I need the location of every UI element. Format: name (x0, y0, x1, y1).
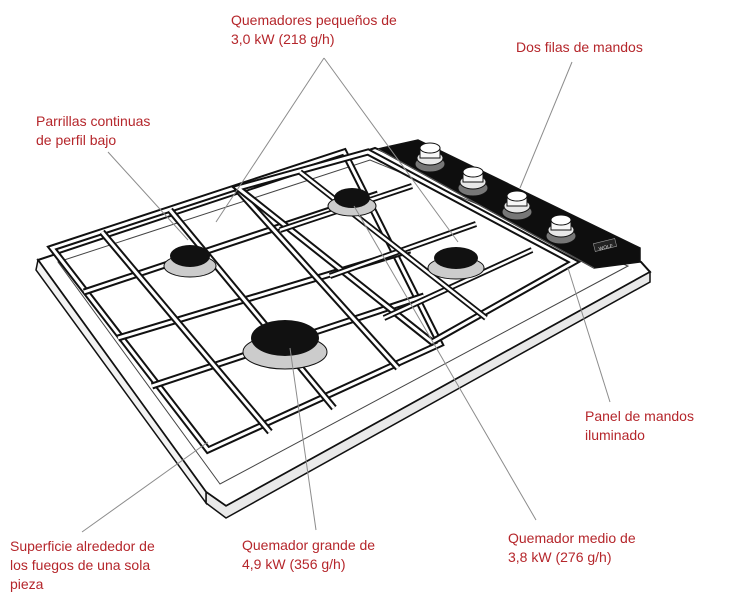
brand-badge (592, 238, 618, 252)
control-knobs (414, 142, 577, 245)
label-line: Quemador medio de (508, 530, 636, 546)
label-medium-burner: Quemador medio de 3,8 kW (276 g/h) (508, 529, 636, 567)
knob-1[interactable] (414, 142, 446, 173)
knob-3[interactable] (501, 190, 533, 221)
burner-right-back (327, 188, 377, 217)
leader-surface (81, 441, 209, 533)
leader-large-burner (289, 347, 317, 531)
label-line: Superficie alrededor de (10, 538, 155, 554)
leader-medium-burner (353, 205, 537, 521)
label-line: de perfil bajo (36, 132, 117, 148)
knob-2[interactable] (457, 166, 489, 197)
burner-medium (427, 247, 485, 280)
leader-grates (107, 151, 189, 241)
leader-control-rows (519, 61, 573, 189)
label-line: Dos filas de mandos (516, 39, 643, 55)
label-large-burner: Quemador grande de 4,9 kW (356 g/h) (242, 536, 375, 574)
label-line: pieza (10, 576, 44, 592)
brand-badge-text: WOLF (598, 243, 613, 252)
label-line: Panel de mandos (585, 408, 694, 424)
label-control-rows: Dos filas de mandos (516, 38, 643, 57)
label-surface: Superficie alrededor de los fuegos de un… (10, 537, 155, 594)
label-control-panel: Panel de mandos iluminado (585, 407, 694, 445)
label-line: Parrillas continuas (36, 113, 151, 129)
label-line: 3,0 kW (218 g/h) (231, 31, 335, 47)
label-grates: Parrillas continuas de perfil bajo (36, 112, 150, 150)
leader-small-burners-left (215, 57, 325, 223)
label-line: los fuegos de una sola (10, 557, 151, 573)
burner-large (242, 320, 328, 370)
label-line: 3,8 kW (276 g/h) (508, 549, 612, 565)
label-line: Quemador grande de (242, 537, 376, 553)
burner-left-back (163, 245, 217, 278)
leader-lines (81, 57, 611, 533)
leader-control-panel (567, 267, 611, 403)
knob-4[interactable] (545, 214, 577, 245)
label-line: 4,9 kW (356 g/h) (242, 556, 346, 572)
leader-small-burners-right (323, 57, 459, 243)
label-line: iluminado (585, 427, 645, 443)
label-line: Quemadores pequeños de (231, 12, 397, 28)
label-small-burners: Quemadores pequeños de 3,0 kW (218 g/h) (231, 11, 397, 49)
